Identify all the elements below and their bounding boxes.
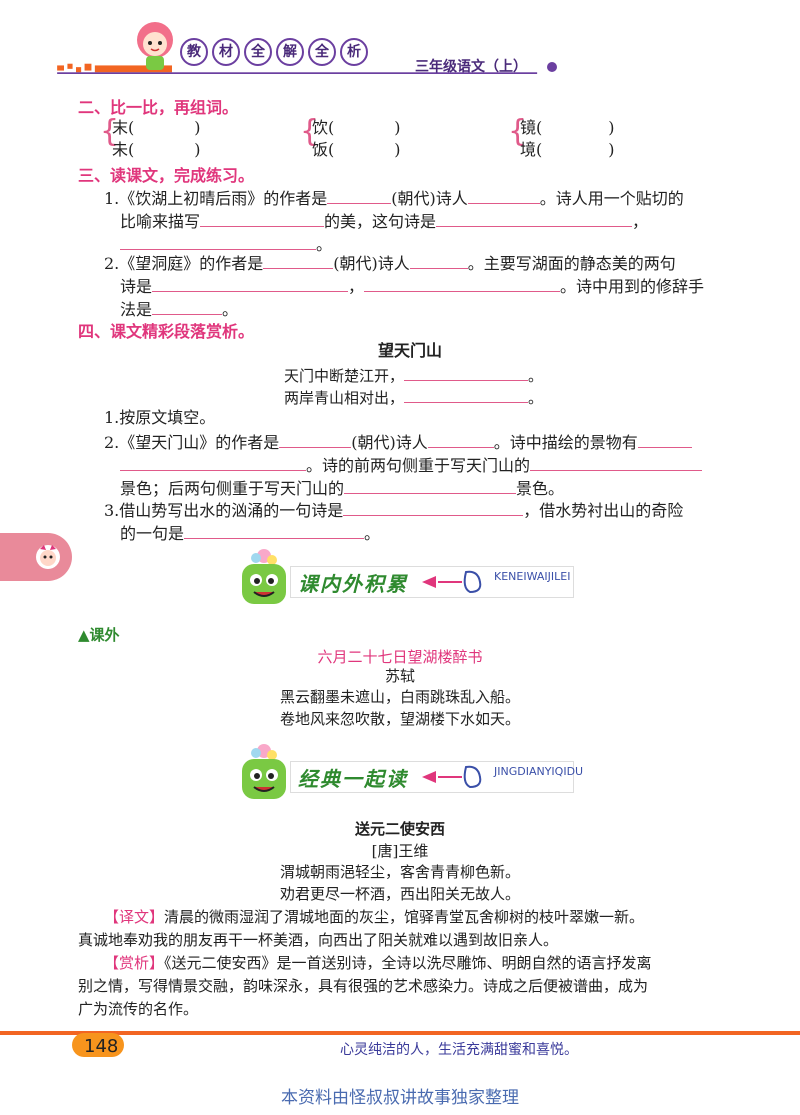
answer-blank[interactable] xyxy=(152,296,223,315)
classic-poem-author: [唐]王维 xyxy=(371,842,429,860)
answer-blank[interactable] xyxy=(200,208,325,227)
triangle-icon: ▲ xyxy=(78,626,90,644)
question-line: 。 xyxy=(120,231,332,256)
answer-blank[interactable] xyxy=(152,273,349,292)
question-line: 的一句是。 xyxy=(120,520,380,545)
appreciation-para: 【赏析】《送元二使安西》是一首送别诗，全诗以洗尽雕饰、明朗自然的语言抒发离 xyxy=(104,954,652,972)
title-char: 析 xyxy=(340,38,368,66)
question-line: 法是。 xyxy=(120,296,238,321)
compare-char: 境() xyxy=(520,140,615,159)
question-line: 比喻来描写的美，这句诗是， xyxy=(120,208,648,233)
classic-poem-title: 送元二使安西 xyxy=(354,820,445,838)
compare-char: 末() xyxy=(112,118,201,137)
side-tab xyxy=(0,533,72,581)
banner-title: 经典一起读 xyxy=(298,767,408,791)
question-line: 2.《望洞庭》的作者是(朝代)诗人。主要写湖面的静态美的两句 xyxy=(104,250,676,275)
question-line: 景色；后两句侧重于写天门山的景色。 xyxy=(120,475,564,500)
compare-char: 饭() xyxy=(312,140,401,159)
footer-bar xyxy=(0,1031,800,1057)
footer-motto: 心灵纯洁的人，生活充满甜蜜和喜悦。 xyxy=(340,1042,578,1058)
section-3-title: 三、读课文，完成练习。 xyxy=(78,166,255,185)
answer-blank[interactable] xyxy=(343,497,524,516)
brace-icon: { xyxy=(508,114,528,149)
answer-blank[interactable] xyxy=(427,429,494,448)
poem-line: 天门中断楚江开，。 xyxy=(284,362,543,387)
compare-char: 饮() xyxy=(312,118,401,137)
answer-blank[interactable] xyxy=(530,452,703,471)
extra-label: ▲课外 xyxy=(78,626,120,644)
answer-blank[interactable] xyxy=(404,384,529,403)
appreciation-tag: 【赏析】 xyxy=(104,954,165,972)
translation-para: 【译文】清晨的微雨湿润了渭城地面的灰尘，馆驿青堂瓦舍柳树的枝叶翠嫩一新。 xyxy=(104,908,645,926)
poem-title: 望天门山 xyxy=(378,341,443,360)
title-char: 全 xyxy=(244,38,272,66)
header-title: 教 材 全 解 全 析 xyxy=(180,38,368,66)
appreciation-para: 别之情，写得情景交融，韵味深永，具有很强的艺术感染力。诗成之后便被谱曲，成为 xyxy=(78,977,649,995)
page-number: 148 xyxy=(84,1036,119,1057)
classic-poem-line: 劝君更尽一杯酒，西出阳关无故人。 xyxy=(279,885,520,903)
title-char: 全 xyxy=(308,38,336,66)
title-char: 材 xyxy=(212,38,240,66)
footer-credit: 本资料由怪叔叔讲故事独家整理 xyxy=(281,1088,519,1108)
answer-blank[interactable] xyxy=(344,475,517,494)
header-subtitle: 三年级语文（上） xyxy=(415,59,527,75)
answer-blank[interactable] xyxy=(409,250,468,269)
answer-blank[interactable] xyxy=(120,452,306,471)
question-line: 。诗的前两句侧重于写天门山的 xyxy=(120,452,703,477)
answer-blank[interactable] xyxy=(364,273,561,292)
extra-poem-title: 六月二十七日望湖楼醉书 xyxy=(317,648,483,666)
hand-pointer-icon xyxy=(422,570,482,594)
extra-poem-line: 黑云翻墨未遮山，白雨跳珠乱入船。 xyxy=(279,688,520,706)
classic-poem-line: 渭城朝雨浥轻尘，客舍青青柳色新。 xyxy=(279,863,520,881)
title-char: 解 xyxy=(276,38,304,66)
header-band xyxy=(57,63,538,74)
section-4-title: 四、课文精彩段落赏析。 xyxy=(78,322,255,341)
question-line: 1.《饮湖上初晴后雨》的作者是(朝代)诗人。诗人用一个贴切的 xyxy=(104,185,684,210)
mascot-face-icon xyxy=(36,545,60,569)
banner-pinyin: KENEIWAIJILEI xyxy=(494,570,571,583)
answer-blank[interactable] xyxy=(279,429,352,448)
question-line: 诗是，。诗中用到的修辞手 xyxy=(120,273,704,298)
brace-icon: { xyxy=(100,114,120,149)
answer-blank[interactable] xyxy=(120,231,316,250)
banner-title: 课内外积累 xyxy=(298,572,408,596)
compare-char: 未() xyxy=(112,140,201,159)
appreciation-para: 广为流传的名作。 xyxy=(78,1000,199,1018)
translation-tag: 【译文】 xyxy=(104,908,165,926)
translation-para: 真诚地奉劝我的朋友再干一杯美酒，向西出了阳关就难以遇到故旧亲人。 xyxy=(78,931,559,949)
question-line: 1.按原文填空。 xyxy=(104,408,216,427)
question-line: 2.《望天门山》的作者是(朝代)诗人。诗中描绘的景物有 xyxy=(104,429,692,454)
green-monster-icon xyxy=(242,744,286,799)
green-monster-icon xyxy=(242,549,286,604)
title-char: 教 xyxy=(180,38,208,66)
mascot-girl-icon xyxy=(137,22,173,70)
poem-line: 两岸青山相对出，。 xyxy=(284,384,543,409)
answer-blank[interactable] xyxy=(637,429,692,448)
question-line: 3.借山势写出水的汹涌的一句诗是，借水势衬出山的奇险 xyxy=(104,497,683,522)
extra-poem-author: 苏轼 xyxy=(384,667,415,685)
answer-blank[interactable] xyxy=(404,362,529,381)
answer-blank[interactable] xyxy=(467,185,540,204)
pen-icon xyxy=(547,62,557,72)
banner-accumulate: 课内外积累 KENEIWAIJILEI xyxy=(226,548,574,610)
compare-char: 镜() xyxy=(520,118,615,137)
brace-icon: { xyxy=(300,114,320,149)
answer-blank[interactable] xyxy=(436,208,633,227)
hand-pointer-icon xyxy=(422,765,482,789)
banner-pinyin: JINGDIANYIQIDU xyxy=(494,765,584,778)
answer-blank[interactable] xyxy=(184,520,365,539)
answer-blank[interactable] xyxy=(263,250,334,269)
extra-poem-line: 卷地风来忽吹散，望湖楼下水如天。 xyxy=(279,710,520,728)
answer-blank[interactable] xyxy=(327,185,392,204)
section-2-title: 二、比一比，再组词。 xyxy=(78,98,239,117)
banner-classic: 经典一起读 JINGDIANYIQIDU xyxy=(226,743,583,805)
